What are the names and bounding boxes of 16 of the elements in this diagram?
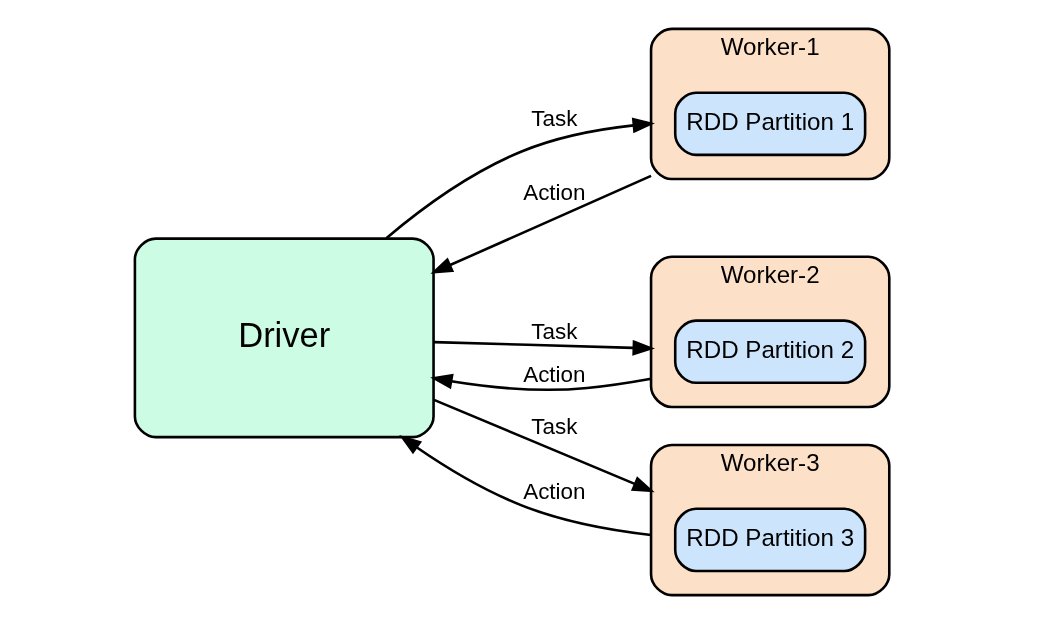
node-box: RDD Partition 1: [673, 91, 866, 157]
node-box: RDD Partition 2: [673, 319, 866, 385]
arrow: [429, 373, 651, 392]
edge-label: Task: [530, 318, 577, 344]
arrow: [385, 117, 655, 240]
arrow: [398, 434, 651, 537]
edge-label: Task: [530, 106, 577, 132]
edge-label: Action: [522, 180, 586, 206]
edge-label: Action: [522, 479, 586, 505]
node-box: Driver: [133, 237, 435, 439]
edge-label: Action: [522, 361, 586, 387]
arrow: [433, 398, 655, 493]
arrow: [433, 339, 655, 356]
edge-label: Task: [530, 413, 577, 439]
node-box: RDD Partition 3: [673, 507, 866, 573]
arrow: [429, 174, 652, 274]
